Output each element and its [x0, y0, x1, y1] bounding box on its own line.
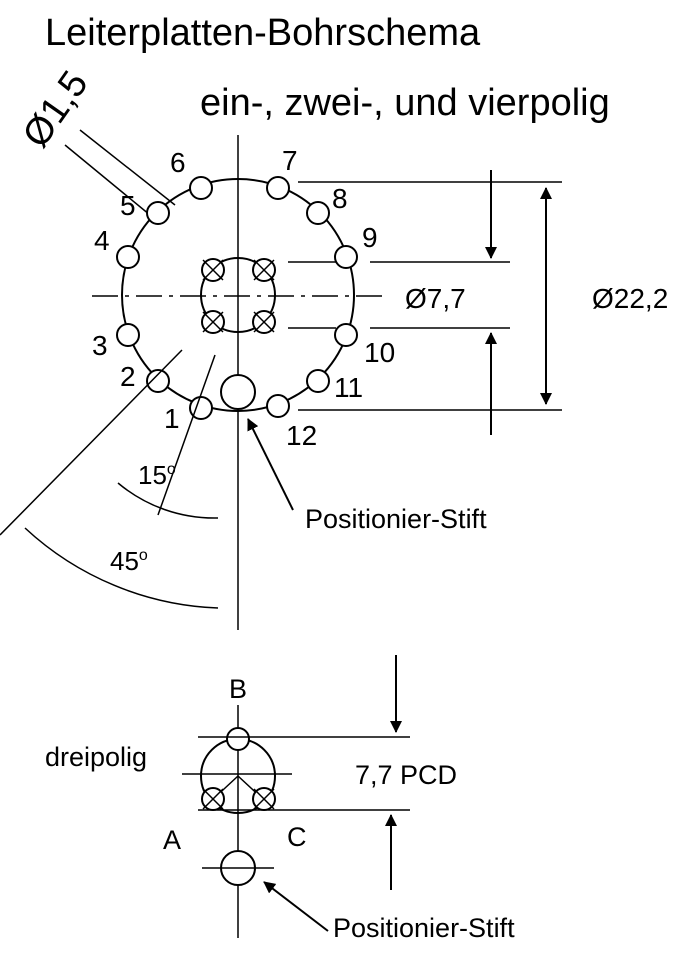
inner-holes	[201, 258, 276, 334]
pin-label-6: 6	[170, 147, 186, 178]
pin-label-5: 5	[120, 190, 136, 221]
inner-pin-circle	[200, 257, 276, 333]
pin-label-9: 9	[362, 222, 378, 253]
hole-6	[189, 176, 213, 200]
three-pole-pin-b-label: B	[229, 674, 247, 704]
three-pole-pcd-label: 7,7 PCD	[355, 760, 457, 790]
pin-label-12: 12	[286, 420, 317, 451]
diagram-title: Leiterplatten-Bohrschema	[45, 12, 481, 54]
pin-label-8: 8	[332, 183, 348, 214]
pin-label-7: 7	[282, 145, 298, 176]
pin-label-11: 11	[334, 372, 363, 403]
outer-pcd-label: Ø22,2	[592, 283, 668, 314]
positioning-pin-hole	[220, 374, 256, 410]
positioning-pin-label: Positionier-Stift	[305, 504, 487, 534]
hole-12	[266, 394, 290, 418]
hole-diameter-leader-1	[79, 129, 176, 206]
three-pole-diagram: dreipolig 7,7 PCD B A C Positionier-Stif…	[45, 655, 515, 943]
inner-pcd-label: Ø7,7	[405, 283, 466, 314]
three-pole-pin-a-label: A	[163, 825, 181, 855]
three-pole-pin-c-label: C	[287, 822, 307, 852]
angle-45-label: 45o	[110, 546, 148, 576]
three-pole-label: dreipolig	[45, 742, 147, 772]
pin-label-3: 3	[92, 330, 108, 361]
hole-4	[116, 245, 140, 269]
pin-label-1: 1	[164, 403, 180, 434]
angle-45-line	[0, 349, 183, 536]
hole-diameter-leader-2	[64, 144, 151, 216]
pin-number-labels: 1 2 3 4 5 6 7 8 9 10 11 12	[92, 145, 395, 451]
outer-pin-circle	[121, 178, 355, 412]
hole-10	[334, 323, 358, 347]
hole-diameter-label: Ø1,5	[15, 64, 97, 156]
hole-1	[189, 396, 213, 420]
hole-9	[334, 245, 358, 269]
hole-11	[306, 369, 330, 393]
three-pole-hole-b	[226, 727, 250, 751]
three-pole-positioning-pin-label: Positionier-Stift	[333, 913, 515, 943]
outer-holes	[116, 176, 358, 420]
diagram-subtitle: ein-, zwei-, und vierpolig	[200, 82, 610, 124]
hole-5	[146, 201, 170, 225]
pin-label-10: 10	[364, 337, 395, 368]
hole-2	[146, 369, 170, 393]
three-pole-positioning-pin-arrow	[263, 881, 329, 932]
hole-8	[306, 201, 330, 225]
angle-15-label: 15o	[138, 460, 176, 490]
hole-3	[116, 323, 140, 347]
pin-label-2: 2	[120, 361, 136, 392]
hole-7	[266, 176, 290, 200]
pin-label-4: 4	[94, 225, 110, 256]
positioning-pin-arrow	[247, 418, 294, 511]
angle-45-arc	[24, 527, 219, 609]
angle-15-line	[157, 354, 216, 516]
angle-15-arc	[117, 482, 219, 519]
